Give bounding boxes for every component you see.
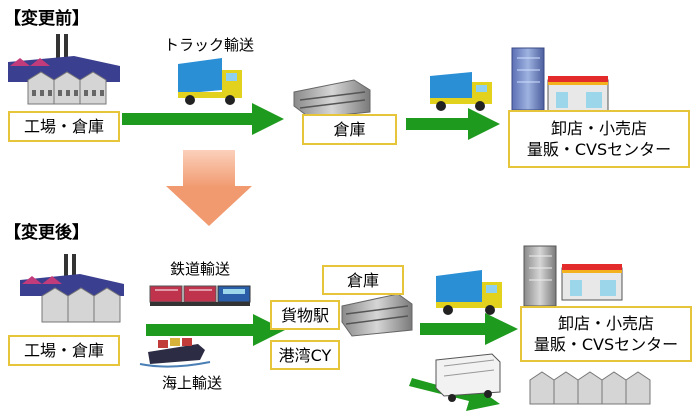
- truck-icon: [436, 270, 502, 315]
- warehouse-label: 倉庫: [346, 270, 379, 290]
- destination-line1: 卸店・小売店: [550, 119, 647, 138]
- store-icon: [511, 47, 609, 113]
- warehouse-box: 倉庫: [302, 114, 397, 145]
- warehouse-icon: [293, 79, 371, 119]
- destination-line1: 卸店・小売店: [557, 314, 654, 333]
- origin-box: 工場・倉庫: [8, 335, 120, 366]
- truck-icon: [178, 58, 242, 105]
- warehouse-box: 倉庫: [322, 265, 404, 295]
- port-box: 港湾CY: [270, 340, 340, 370]
- trailer-truck-icon: [435, 353, 501, 402]
- factory-icon: [20, 254, 124, 323]
- store-icon: [523, 245, 623, 307]
- truck-icon: [430, 72, 492, 111]
- destination-box: 卸店・小売店 量販・CVSセンター: [520, 306, 692, 362]
- flow-arrow-icon: [146, 314, 285, 346]
- port-label: 港湾CY: [278, 345, 332, 365]
- sea-label: 海上輸送: [162, 374, 223, 392]
- origin-label: 工場・倉庫: [23, 341, 104, 360]
- flow-arrow-icon: [420, 313, 518, 345]
- destination-box: 卸店・小売店 量販・CVSセンター: [508, 110, 690, 168]
- warehouse-label: 倉庫: [333, 120, 366, 139]
- rail-label: 鉄道輸送: [170, 260, 231, 278]
- ship-icon: [139, 338, 211, 368]
- destination-line2: 量販・CVSセンター: [526, 140, 672, 159]
- transition-arrow-icon: [166, 150, 252, 226]
- train-icon: [149, 285, 251, 306]
- warehouse-icon: [341, 293, 413, 337]
- origin-box: 工場・倉庫: [8, 111, 120, 142]
- section-title-after: 【変更後】: [4, 223, 89, 243]
- flow-arrow-icon: [406, 108, 500, 140]
- factory-icon: [8, 34, 120, 105]
- transport-label: トラック輸送: [164, 36, 255, 54]
- destination-line2: 量販・CVSセンター: [533, 335, 679, 354]
- section-title-before: 【変更前】: [4, 9, 89, 29]
- freight-station-label: 貨物駅: [280, 305, 329, 325]
- freight-station-box: 貨物駅: [270, 300, 340, 330]
- factory-icon: [529, 371, 651, 405]
- flow-arrow-icon: [122, 103, 284, 135]
- origin-label: 工場・倉庫: [23, 117, 104, 136]
